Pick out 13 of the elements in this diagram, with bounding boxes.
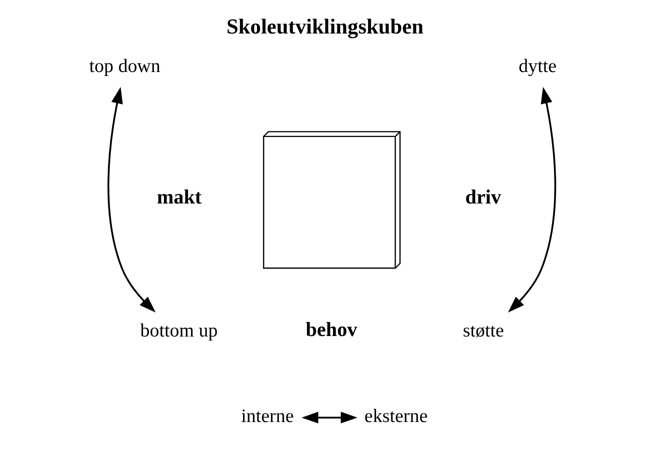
node-text: interne (240, 406, 294, 428)
node-text: eksterne (364, 406, 428, 428)
arrow (508, 86, 556, 313)
label: behov (305, 318, 357, 341)
diagram-title: Skoleutviklingskuben (226, 14, 423, 39)
label: makt (156, 186, 202, 209)
node-text: bottom up (140, 320, 218, 342)
arrow (107, 86, 156, 313)
node-text: dytte (518, 56, 556, 78)
label: driv (464, 186, 501, 209)
node-text: top down (88, 56, 160, 78)
node-text: støtte (462, 320, 504, 342)
arrow (301, 412, 357, 424)
